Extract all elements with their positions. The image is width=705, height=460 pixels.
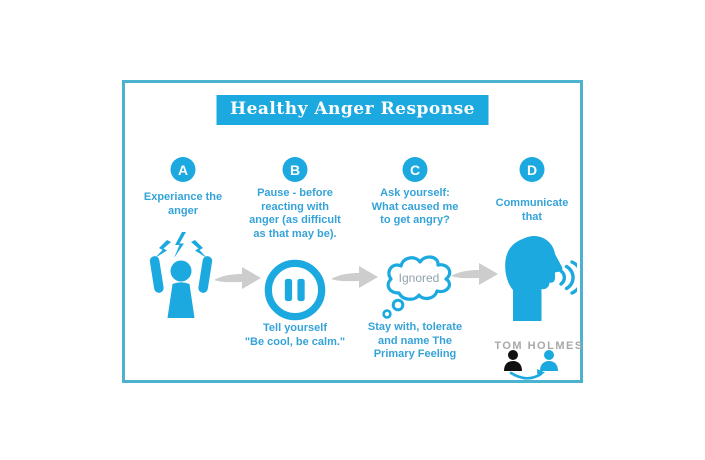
step-c-caption: Stay with, tolerate and name The Primary… — [367, 321, 463, 360]
logo-curved-arrow-icon — [509, 371, 543, 380]
thought-bubble-text: Ignored — [399, 271, 440, 285]
logo-person-dark-icon — [504, 350, 522, 371]
step-a-description: Experiance the anger — [143, 191, 223, 217]
diagram-card: Healthy Anger Response A B C D Experianc… — [122, 80, 584, 383]
step-c-badge: C — [402, 157, 428, 182]
talking-head-icon — [501, 233, 584, 321]
step-b-caption: Tell yourself "Be cool, be calm." — [244, 322, 346, 348]
step-b-description: Pause - before reacting with anger (as d… — [249, 187, 341, 240]
brand-logo-text: TOM HOLMES — [494, 340, 583, 352]
arrow-right-icon — [213, 263, 263, 293]
step-d-letter: D — [526, 161, 538, 178]
thought-cloud-icon: Ignored — [377, 247, 461, 321]
step-a-badge: A — [170, 157, 196, 182]
step-a-letter: A — [177, 161, 189, 178]
pause-icon — [264, 259, 326, 321]
step-c-letter: C — [409, 161, 421, 178]
step-d-description: Communicate that — [495, 197, 569, 223]
step-c-description: Ask yourself: What caused me to get angr… — [371, 187, 459, 226]
arrow-right-icon — [330, 262, 380, 292]
step-b-badge: B — [282, 157, 308, 182]
logo-arrowhead-icon — [537, 369, 545, 377]
arrow-right-icon — [450, 259, 500, 289]
brand-logo: TOM HOLMES — [491, 335, 587, 381]
page-title: Healthy Anger Response — [216, 95, 489, 125]
step-d-badge: D — [519, 157, 545, 182]
logo-person-accent-icon — [540, 350, 558, 371]
step-b-letter: B — [289, 161, 301, 178]
angry-person-icon — [145, 230, 217, 318]
